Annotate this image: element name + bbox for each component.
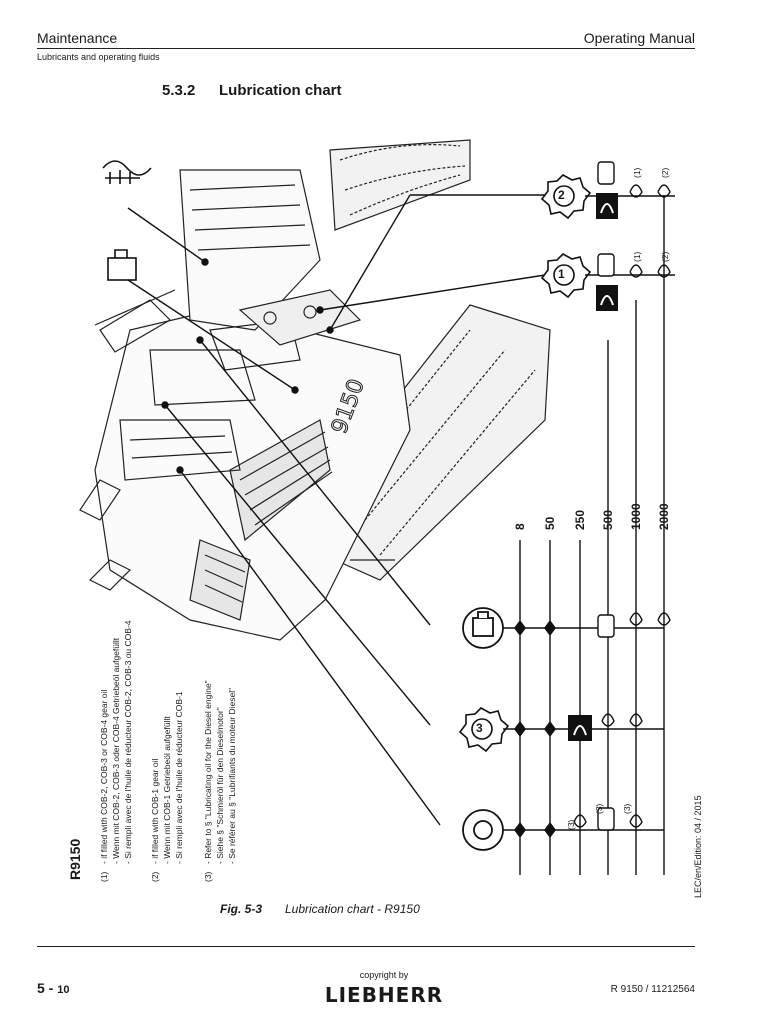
note-1-line-3: - Si rempli avec de l'huile de réducteur… bbox=[123, 620, 133, 865]
oil-change-icon-black bbox=[568, 193, 618, 741]
note-1-line-1: - if filled with COB-2, COB-3 or COB-4 g… bbox=[99, 689, 109, 864]
excavator-drawing: 9150 bbox=[79, 139, 551, 641]
interval-columns bbox=[503, 195, 675, 875]
coolant-icon bbox=[102, 160, 152, 184]
footnote-mark-2-top: (2) bbox=[660, 167, 670, 178]
figure-caption-text: Lubrication chart - R9150 bbox=[285, 902, 420, 916]
copyright-text: copyright by bbox=[359, 970, 409, 980]
interval-250: 250 bbox=[573, 509, 587, 530]
interval-1000: 1000 bbox=[629, 503, 643, 530]
gear-icon-1 bbox=[540, 253, 592, 299]
rear-track bbox=[329, 139, 471, 231]
footnote-mark-3b: (3) bbox=[594, 803, 604, 814]
page-number-sub: 10 bbox=[57, 984, 70, 996]
grill bbox=[189, 419, 333, 621]
note-2-line-1: - if filled with COB-1 gear oil bbox=[150, 758, 160, 864]
oil-drop-icon bbox=[573, 184, 671, 828]
oil-can-icon bbox=[597, 161, 615, 831]
header-divider bbox=[37, 48, 695, 49]
footnote-mark-2-mid: (2) bbox=[660, 251, 670, 262]
footnote-mark-3a: (3) bbox=[566, 819, 576, 830]
note-1-mark: (1) bbox=[99, 871, 109, 882]
interval-50: 50 bbox=[543, 516, 557, 530]
interval-500: 500 bbox=[601, 509, 615, 530]
fuel-filter-icon bbox=[462, 607, 504, 649]
interval-2000: 2000 bbox=[657, 503, 671, 530]
brand-logo: LIEBHERR bbox=[324, 983, 444, 1007]
document-id: R 9150 / 11212564 bbox=[610, 984, 695, 995]
page-number: 5 - 10 bbox=[37, 980, 69, 996]
front-track bbox=[334, 304, 551, 581]
section-title: Lubrication chart bbox=[219, 82, 342, 99]
header-subtitle: Lubricants and operating fluids bbox=[37, 52, 160, 62]
gear-icon-3 bbox=[458, 707, 510, 753]
fuel-tank-icon bbox=[107, 249, 137, 281]
gear-icon-2 bbox=[540, 174, 592, 220]
page-number-main: 5 - bbox=[37, 980, 54, 996]
footnote-mark-1-mid: (1) bbox=[632, 251, 642, 262]
interval-8: 8 bbox=[513, 523, 527, 530]
edition-label: LEC/en/Edition: 04 / 2015 bbox=[693, 795, 703, 898]
note-3-line-1: - Refer to § "Lubricating oil for the Di… bbox=[203, 680, 213, 864]
leader-lines bbox=[127, 194, 546, 826]
note-2-line-2: - Wenn mit COB-1 Getriebeöl aufgefüllt bbox=[162, 716, 172, 864]
note-3-line-3: - Se référer au § "Lubrifiants du moteur… bbox=[227, 687, 237, 864]
footnote-mark-1-top: (1) bbox=[632, 167, 642, 178]
note-2-line-3: - Si rempli avec de l'huile de réducteur… bbox=[174, 691, 184, 864]
section-number: 5.3.2 bbox=[162, 82, 196, 99]
header-manual: Operating Manual bbox=[583, 30, 695, 46]
note-2-mark: (2) bbox=[150, 871, 160, 882]
note-1-line-2: - Wenn mit COB-2, COB-3 oder COB-4 Getri… bbox=[111, 637, 121, 864]
footer-divider bbox=[37, 946, 695, 947]
header-section: Maintenance bbox=[37, 30, 118, 46]
gear-number-2: 2 bbox=[558, 188, 565, 202]
footnote-mark-3c: (3) bbox=[622, 803, 632, 814]
gear-number-3: 3 bbox=[476, 721, 483, 735]
gear-number-1: 1 bbox=[558, 267, 565, 281]
model-label: R9150 bbox=[67, 838, 83, 880]
note-3-mark: (3) bbox=[203, 871, 213, 882]
interval-markers bbox=[514, 620, 556, 838]
figure-caption-number: Fig. 5-3 bbox=[220, 902, 263, 916]
note-3-line-2: - Siehe § "Schmieröl für den Dieselmotor… bbox=[215, 707, 225, 864]
engine-oil-icon bbox=[462, 809, 504, 851]
